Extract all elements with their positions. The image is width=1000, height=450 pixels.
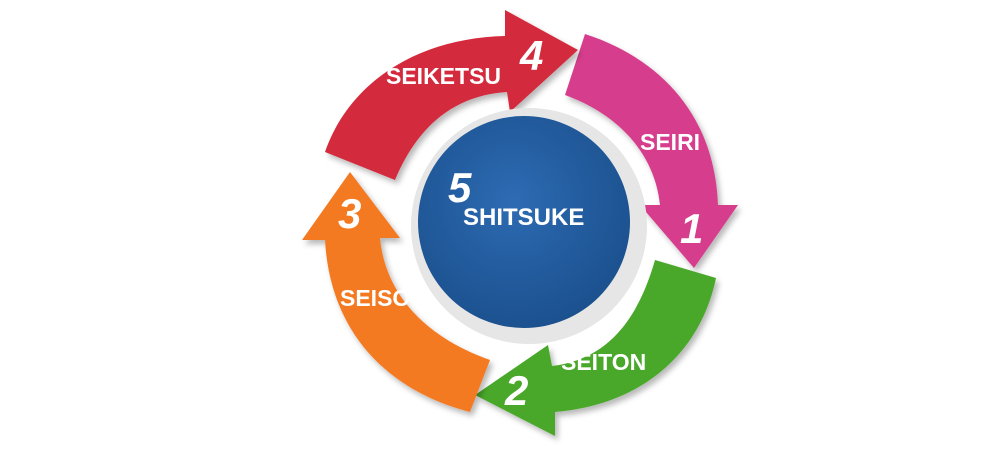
step-arrow-seiso bbox=[302, 172, 490, 412]
center-circle-shape bbox=[418, 116, 630, 328]
center-circle-shitsuke bbox=[411, 108, 647, 344]
arrow-shape-seiso bbox=[302, 172, 490, 412]
step-label-seiton: SEITON bbox=[561, 349, 646, 375]
step-number-1: 1 bbox=[680, 205, 703, 252]
step-label-seiketsu: SEIKETSU bbox=[386, 63, 501, 89]
center-number-5: 5 bbox=[448, 164, 472, 211]
arrow-shape-seiketsu bbox=[325, 10, 578, 180]
step-number-3: 3 bbox=[338, 190, 361, 237]
step-number-4: 4 bbox=[519, 32, 543, 79]
step-arrow-seiri bbox=[565, 34, 738, 268]
center-label-shitsuke: SHITSUKE bbox=[463, 204, 584, 231]
step-arrow-seiton bbox=[475, 260, 716, 436]
step-label-seiso: SEISO bbox=[340, 285, 410, 311]
arrow-shape-seiton bbox=[475, 260, 716, 436]
arrow-shape-seiri bbox=[565, 34, 738, 268]
step-label-seiri: SEIRI bbox=[640, 129, 700, 155]
step-number-2: 2 bbox=[504, 367, 528, 414]
step-arrow-seiketsu bbox=[325, 10, 578, 180]
